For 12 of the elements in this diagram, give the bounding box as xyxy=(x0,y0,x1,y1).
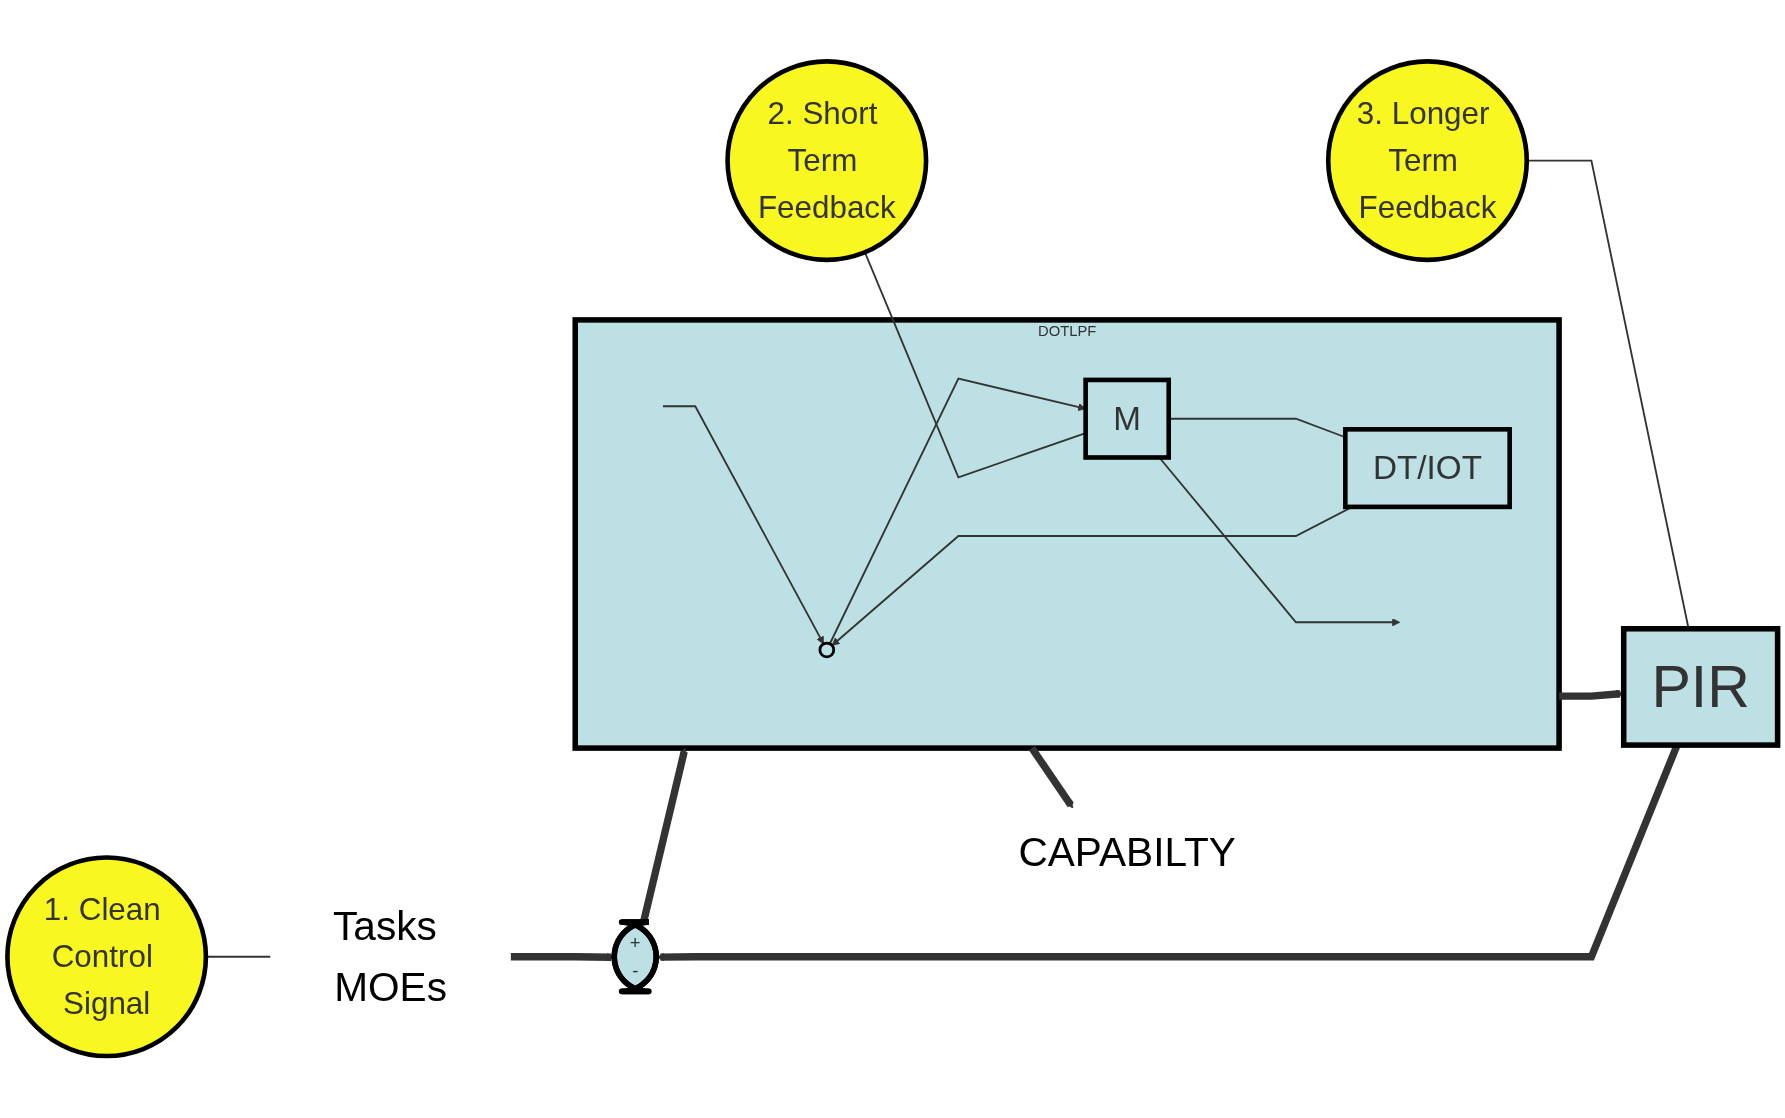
node-box: M xyxy=(1083,377,1171,461)
arrow xyxy=(656,744,1681,962)
node-circle: 1. Clean Control Signal xyxy=(5,855,209,1059)
node-text: CAPABILTY xyxy=(1018,829,1236,875)
node-box: PIR xyxy=(1620,626,1781,749)
node-box: DT/IOT xyxy=(1343,427,1512,510)
node-circle xyxy=(818,642,836,659)
node-text: Tasks MOEs xyxy=(332,903,447,1010)
arrow xyxy=(662,405,824,645)
node-circle: 2. Short Term Feedback xyxy=(725,59,929,263)
arrow xyxy=(1028,746,1074,809)
node-circle: 3. Longer Term Feedback xyxy=(1325,59,1530,263)
